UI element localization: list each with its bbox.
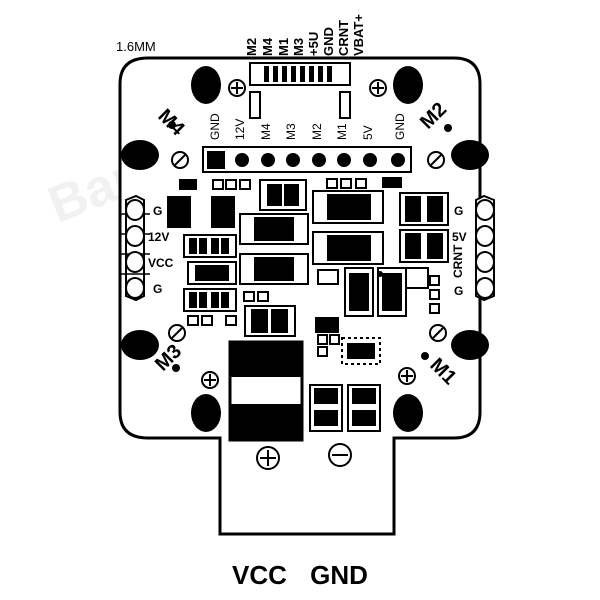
header-label: GND	[393, 113, 407, 140]
top-label: GND	[321, 27, 336, 56]
header-label: M4	[259, 123, 273, 140]
left-pad-label: G	[153, 282, 162, 296]
top-connector	[249, 62, 351, 119]
components	[167, 177, 449, 442]
top-label-group: M2 M4 M1 M3 +5U GND CRNT VBAT+	[244, 14, 366, 56]
bottom-title: VCC GND	[0, 560, 600, 591]
right-pad-label: G	[454, 284, 463, 298]
top-label: +5U	[306, 32, 321, 56]
left-pad-label: VCC	[148, 256, 174, 270]
left-pad-column	[120, 194, 150, 302]
bottom-label-vcc: VCC	[232, 560, 287, 590]
header-label: M1	[335, 123, 349, 140]
polarity-markers	[168, 79, 447, 470]
top-label: VBAT+	[351, 14, 366, 56]
via-dots	[168, 121, 452, 372]
right-pad-labels: G 5V CRNT G	[451, 204, 467, 298]
header-label: M2	[310, 123, 324, 140]
right-pad-column	[475, 194, 495, 302]
header-label: GND	[208, 113, 222, 140]
header-label: 5V	[361, 125, 375, 140]
top-label: M2	[244, 38, 259, 56]
left-pad-label: 12V	[148, 230, 169, 244]
header-label: M3	[284, 123, 298, 140]
header-label-group: GND 12V M4 M3 M2 M1 5V GND	[208, 113, 407, 140]
mount-pads	[121, 66, 489, 432]
right-pad-label: G	[454, 204, 463, 218]
top-label: CRNT	[336, 20, 351, 56]
right-pad-label: CRNT	[451, 244, 465, 278]
top-label: M4	[260, 37, 275, 56]
pin-header	[202, 146, 412, 173]
top-label: M1	[276, 38, 291, 56]
left-pad-label: G	[153, 204, 162, 218]
header-label: 12V	[233, 119, 247, 140]
top-label: M3	[291, 38, 306, 56]
left-pad-labels: G 12V VCC G	[148, 204, 174, 296]
right-pad-label: 5V	[452, 230, 467, 244]
bottom-label-gnd: GND	[310, 560, 368, 590]
thickness-label: 1.6MM	[116, 39, 156, 54]
